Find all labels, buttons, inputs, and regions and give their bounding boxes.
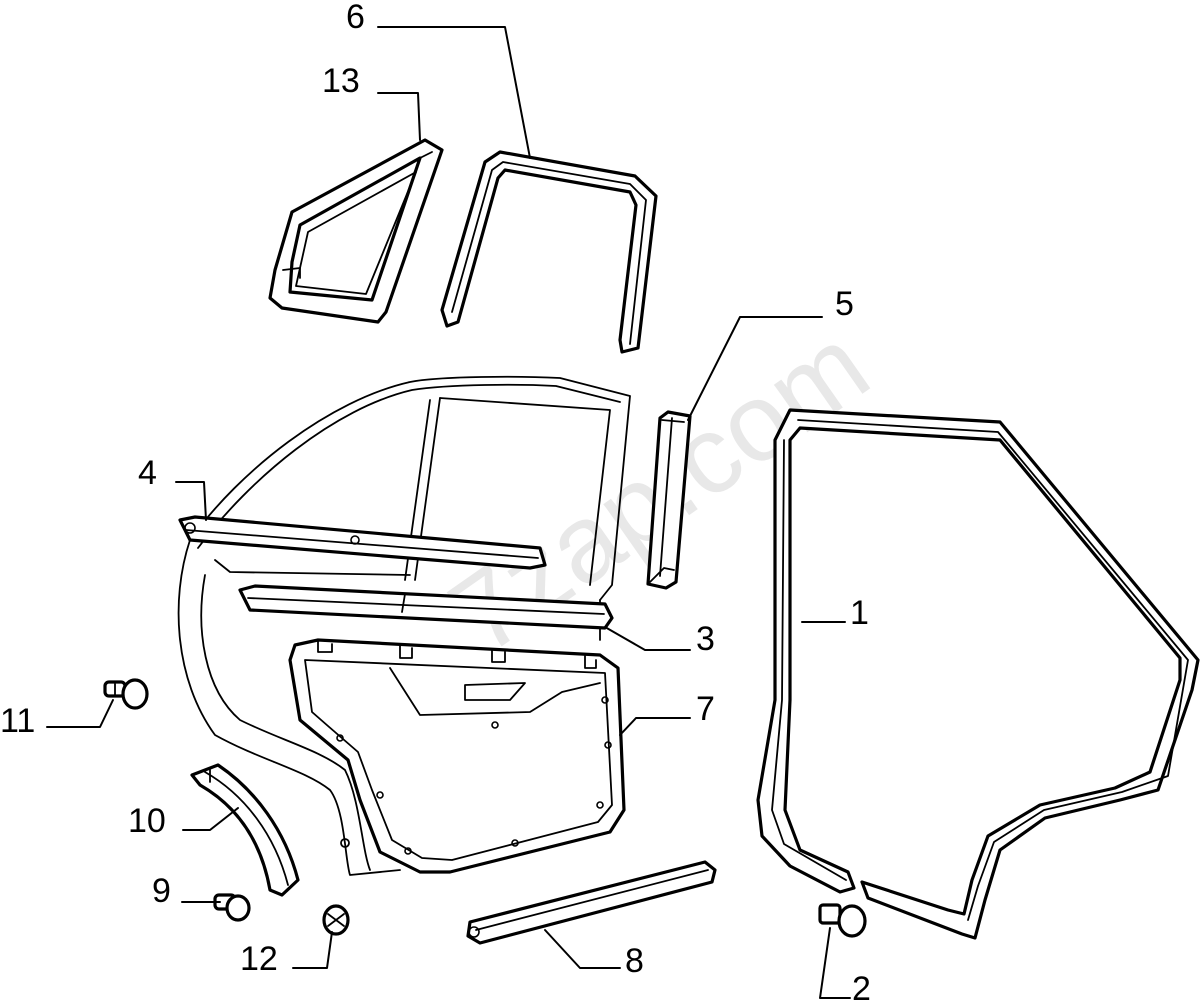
- wheel-arch-trim: [190, 763, 300, 897]
- door-shell: [177, 375, 631, 876]
- callout-labels: 6 13 5 4 3 7 1 8 9 10 11 12 2: [0, 0, 871, 1003]
- callout-6: 6: [346, 0, 365, 36]
- callout-5: 5: [835, 285, 854, 323]
- door-trim-liner: [288, 638, 626, 874]
- callout-11: 11: [0, 702, 35, 740]
- upper-door-frame-seal: [440, 150, 658, 354]
- door-opening-seal: [756, 408, 1200, 940]
- fastener-2-icon: [818, 903, 867, 938]
- clip-11-icon: [103, 678, 149, 710]
- lower-sill-seal: [466, 860, 717, 945]
- clip-9-icon: [213, 893, 251, 922]
- callout-4: 4: [138, 454, 157, 492]
- callout-9: 9: [152, 872, 171, 910]
- callout-2: 2: [852, 970, 871, 1003]
- callout-8: 8: [625, 942, 644, 980]
- callout-10: 10: [128, 802, 166, 840]
- callout-12: 12: [240, 940, 278, 978]
- plug-12-icon: [322, 904, 350, 936]
- callout-3: 3: [696, 620, 715, 658]
- callout-13: 13: [322, 62, 360, 100]
- outer-belt-weatherstrip: [178, 515, 547, 570]
- callout-1: 1: [850, 594, 869, 632]
- inner-belt-weatherstrip: [238, 584, 614, 630]
- leader-lines: [46, 26, 851, 999]
- callout-7: 7: [696, 690, 715, 728]
- quarter-window-seal: [268, 138, 444, 324]
